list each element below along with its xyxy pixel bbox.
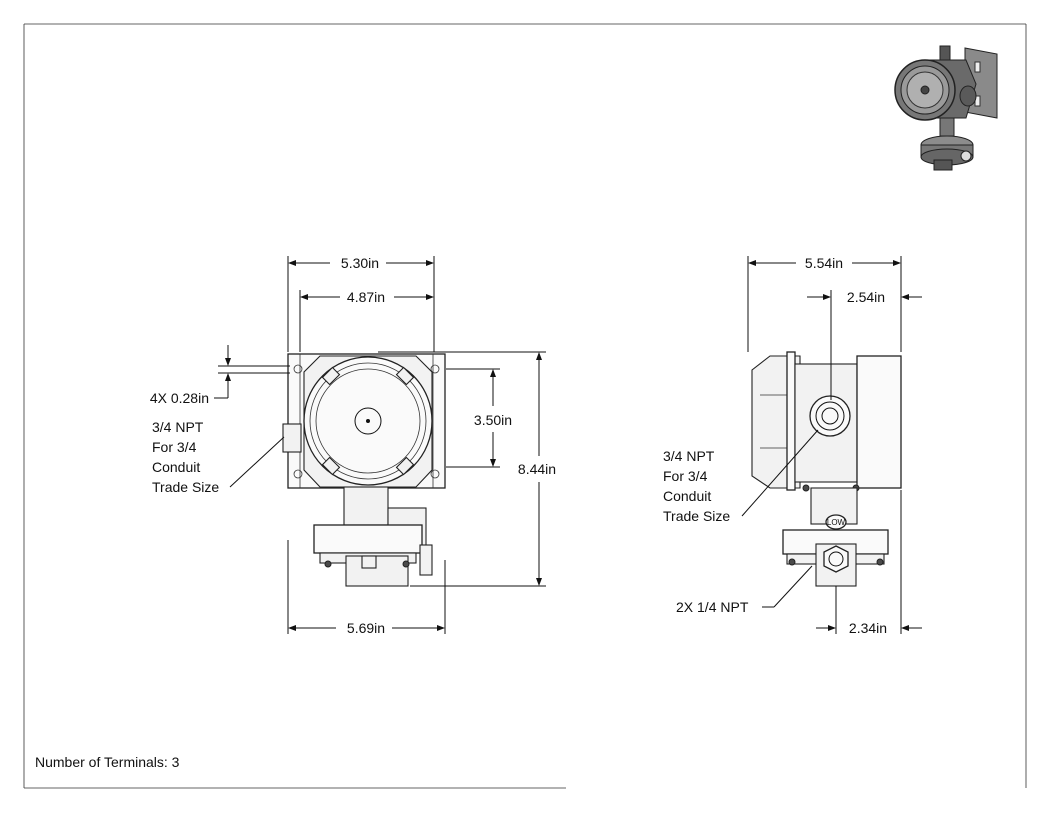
isometric-preview-image (894, 45, 998, 171)
dim-depth-overall: 5.54in (805, 255, 843, 271)
front-view (282, 353, 446, 587)
dim-depth-offset: 2.54in (847, 289, 885, 305)
ports-note: 2X 1/4 NPT (676, 565, 813, 615)
cover-boss (354, 407, 382, 435)
svg-text:For 3/4: For 3/4 (663, 468, 708, 484)
svg-text:3/4 NPT: 3/4 NPT (663, 448, 715, 464)
svg-text:Trade Size: Trade Size (152, 479, 219, 495)
side-conduit-note: 3/4 NPT For 3/4 Conduit Trade Size (663, 429, 819, 524)
side-dimensions: 5.54in 2.54in 2.34in (747, 255, 922, 636)
mount-hole (293, 469, 303, 479)
front-conduit-note: 3/4 NPT For 3/4 Conduit Trade Size (152, 419, 285, 495)
front-dimensions: 5.30in 4.87in 4X 0.28in 3.50in 8.44in (150, 255, 556, 636)
sheet-border (23, 23, 1027, 789)
low-port-label: LOW (827, 518, 846, 527)
front-diaphragm-housing (313, 524, 423, 554)
dim-hole-spacing: 3.50in (474, 412, 512, 428)
front-stem (343, 486, 389, 526)
dim-height-overall: 8.44in (518, 461, 556, 477)
svg-text:Conduit: Conduit (152, 459, 200, 475)
side-view: LOW (751, 351, 902, 587)
front-conduit-hub (282, 423, 302, 453)
svg-text:For 3/4: For 3/4 (152, 439, 197, 455)
svg-text:2X 1/4 NPT: 2X 1/4 NPT (676, 599, 749, 615)
low-port (825, 514, 847, 530)
svg-text:Trade Size: Trade Size (663, 508, 730, 524)
dim-width-overall: 5.30in (341, 255, 379, 271)
svg-text:Conduit: Conduit (663, 488, 711, 504)
svg-text:3/4 NPT: 3/4 NPT (152, 419, 204, 435)
side-mounting-bracket (786, 351, 796, 491)
side-cover (856, 355, 902, 489)
terminals-count: Number of Terminals: 3 (35, 754, 180, 770)
dim-hole-spec: 4X 0.28in (150, 390, 209, 406)
mount-hole (293, 364, 303, 374)
mount-hole (430, 364, 440, 374)
front-base-fitting (345, 555, 409, 587)
mount-hole (430, 469, 440, 479)
dim-width-mount: 4.87in (347, 289, 385, 305)
dim-port-offset: 2.34in (849, 620, 887, 636)
dim-base-width: 5.69in (347, 620, 385, 636)
